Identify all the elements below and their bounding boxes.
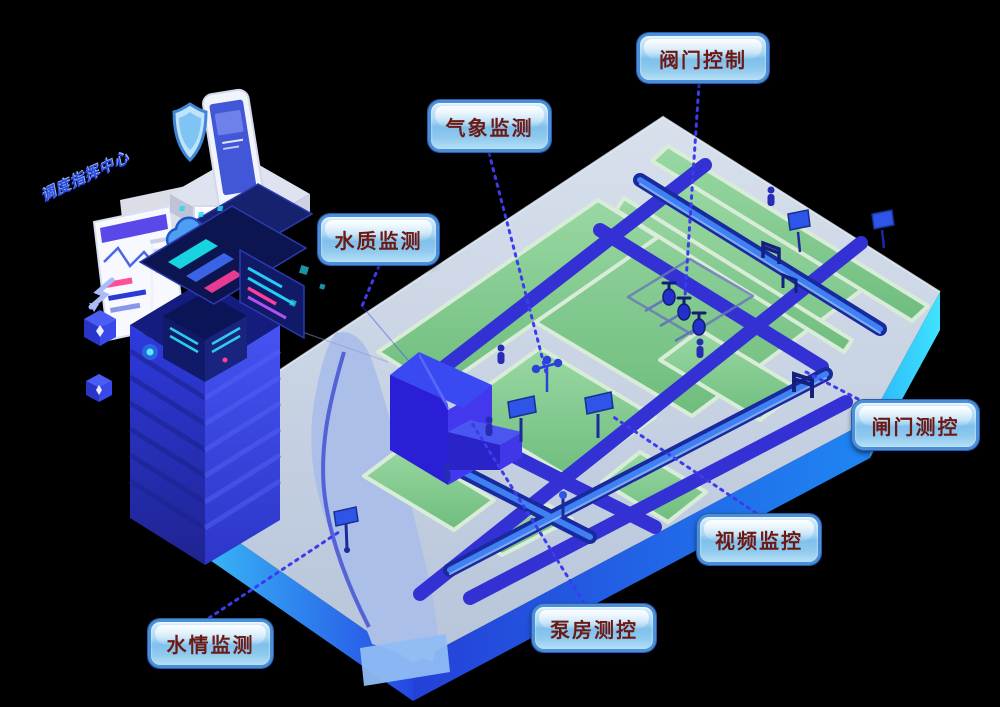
gate-icon [792,371,814,398]
server-tower [128,280,282,565]
server-cabinet [163,292,247,382]
connector-water-quality [360,264,381,308]
field-devices [333,186,895,553]
field-lower-left [362,444,496,532]
label-text: 水质监测 [334,231,423,253]
label-text: 泵房测控 [550,619,638,642]
connector-water-quality-thin [361,305,453,413]
road [413,236,868,601]
sign-icon [787,209,811,253]
label-text: 阀门控制 [659,49,747,72]
pole-icon [559,491,567,518]
connector-lines [207,82,860,620]
label-text: 视频监控 [715,531,803,553]
connector-water-level [207,528,344,620]
data-cube-icon [86,374,112,402]
road [463,395,853,605]
river-channel [321,351,371,628]
camera-pole-icon [507,395,537,442]
label-text: 闸门测控 [871,416,960,439]
road [593,223,829,374]
label-water-quality[interactable]: 水质监测 [318,214,439,265]
field-right [658,328,802,422]
connector-valve-control [683,82,701,298]
platform-front-face [413,420,870,701]
arrow-icon [88,277,115,312]
pump-house [390,352,522,485]
field-mid-strip [614,196,854,354]
river [311,332,450,686]
pump-house-roof [390,352,492,408]
canal [447,371,829,573]
pump-house-annex-side [500,432,522,470]
connector-video [610,414,758,515]
label-pump-house[interactable]: 泵房测控 [532,604,656,652]
water-level-station-icon [333,506,359,553]
floating-panel [138,205,308,305]
label-text: 水情监测 [166,635,255,657]
waterfall [360,634,450,686]
camera-pole-icon [584,391,614,438]
connector-pump [468,418,586,605]
river-water [311,332,438,662]
road [423,158,712,385]
connector-gate [804,370,860,401]
gate-icon [781,272,798,293]
valve-icon [644,281,707,343]
label-weather-monitoring[interactable]: 气象监测 [428,100,551,152]
label-gate-control[interactable]: 闸门测控 [852,400,979,450]
connector-weather [487,151,548,374]
platform-edge-highlight [131,115,941,469]
floating-dots [289,264,326,307]
person-icon [443,186,775,482]
pipe-outline [626,257,755,336]
data-cube-icon [84,310,116,346]
pump-house-ridge [419,352,448,410]
label-valve-control[interactable]: 阀门控制 [637,33,769,83]
roads [391,158,868,605]
pump-house-annex-roof [448,420,522,445]
canals [423,173,887,577]
floating-panel [239,248,305,340]
valve-group [626,257,755,343]
canal [637,177,883,332]
gate-icon [761,240,781,264]
label-text: 气象监测 [445,117,534,140]
shield-inner [179,112,201,150]
label-water-level[interactable]: 水情监测 [148,619,273,668]
label-video-surveillance[interactable]: 视频监控 [697,514,821,565]
pump-house-annex-front [448,432,500,470]
sign-icon [871,209,895,249]
command-center [84,88,389,565]
